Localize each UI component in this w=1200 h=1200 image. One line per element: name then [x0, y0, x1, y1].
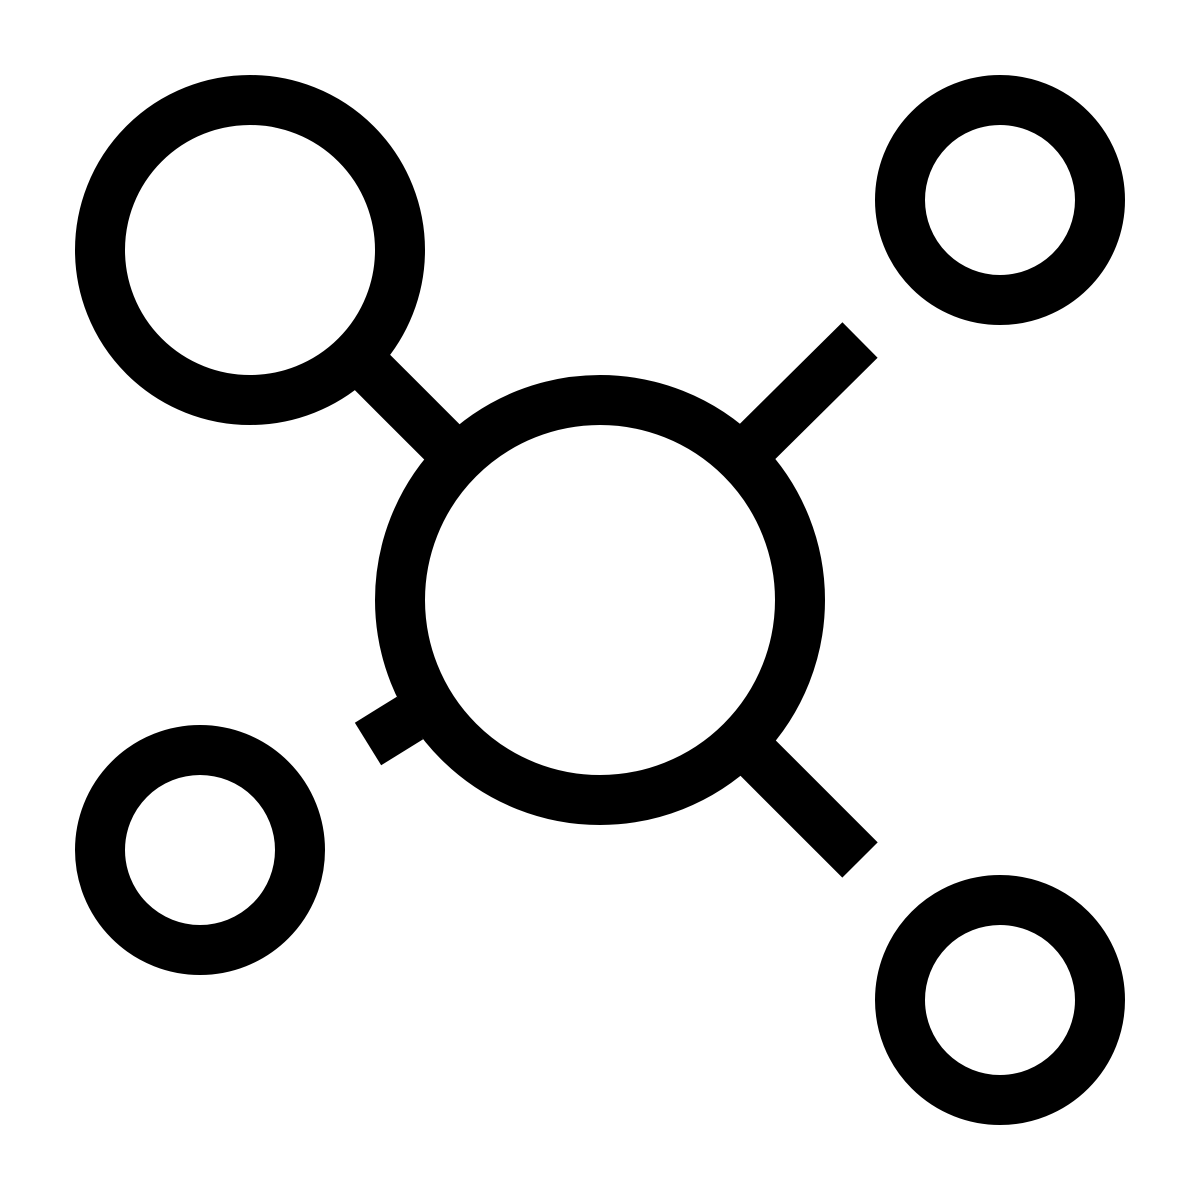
node-top-right	[875, 75, 1125, 325]
connector-bottom-left	[354, 696, 424, 766]
node-top-left	[75, 75, 425, 425]
node-bottom-right	[875, 875, 1125, 1125]
connector-top-left	[354, 354, 460, 460]
central-node	[375, 375, 825, 825]
connector-top-right	[739, 322, 878, 460]
node-bottom-left	[75, 725, 325, 975]
connector-bottom-right	[739, 739, 878, 878]
